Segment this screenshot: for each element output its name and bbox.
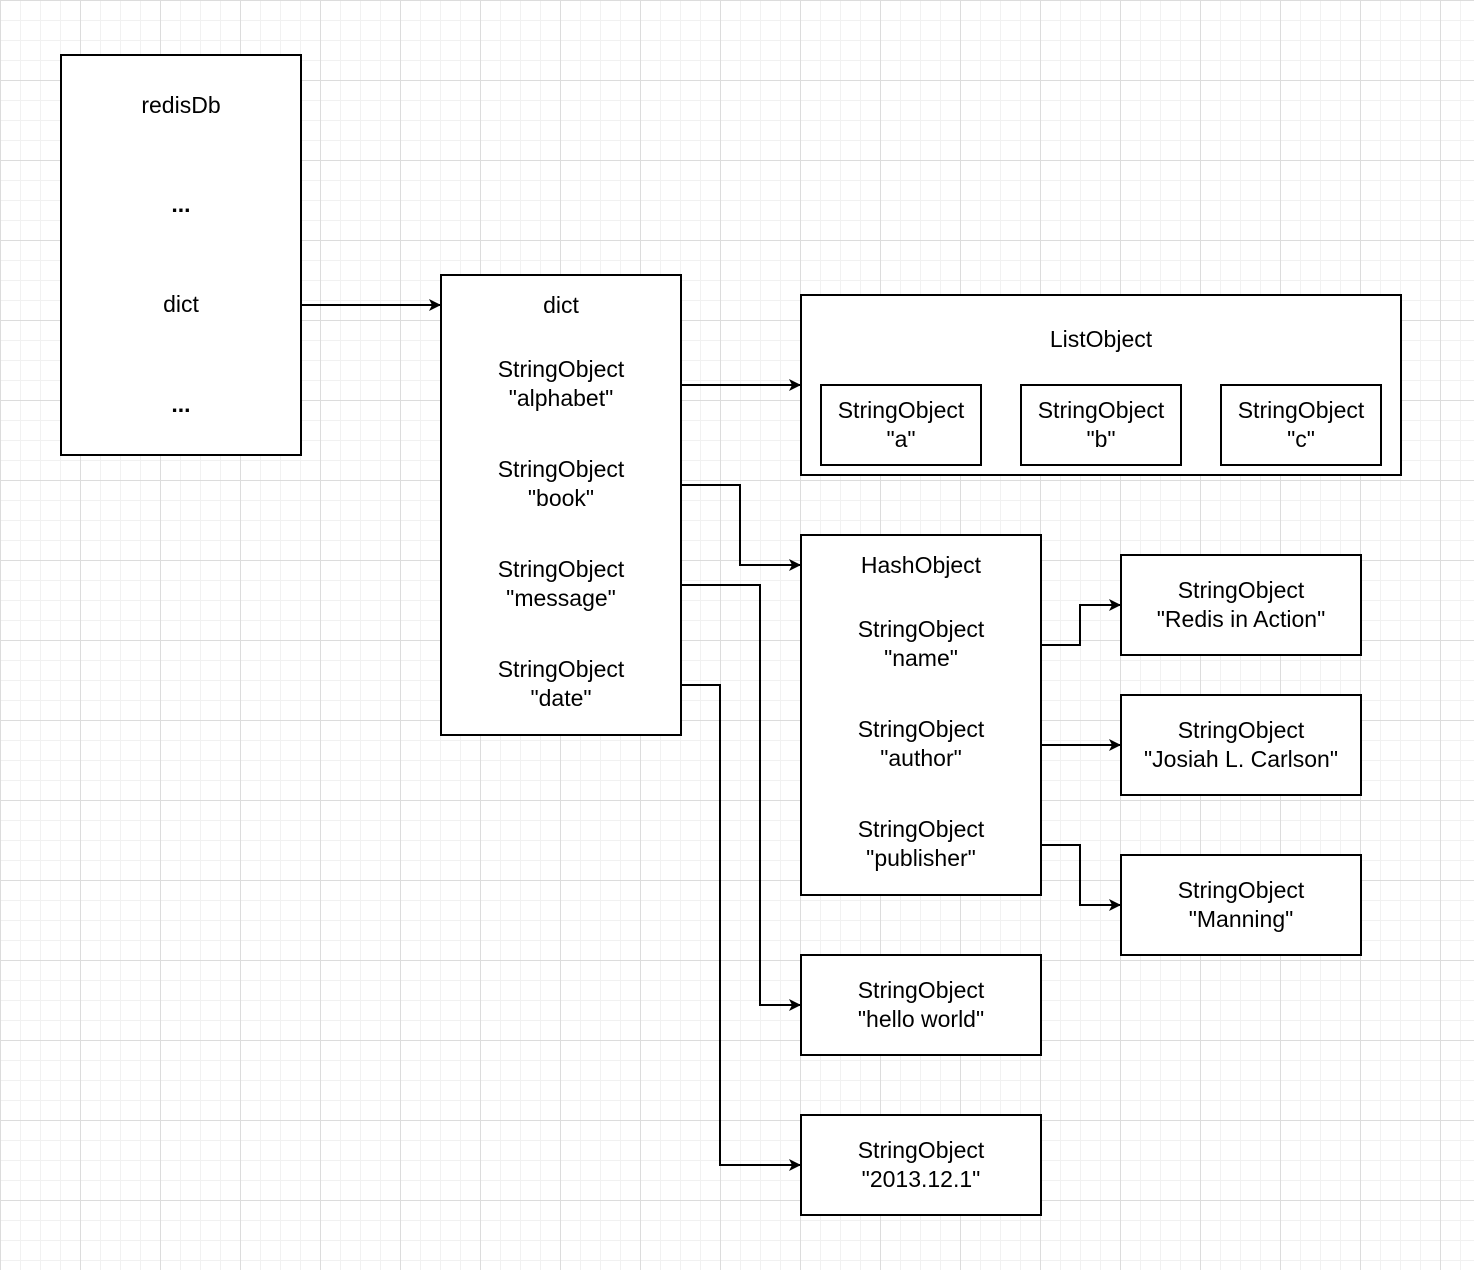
dict-key-message: StringObject "message" xyxy=(440,534,682,636)
item-value: "b" xyxy=(1086,426,1116,452)
arrow-message-value xyxy=(681,584,801,1011)
field-type: StringObject xyxy=(857,816,985,842)
value-text: "Redis in Action" xyxy=(1156,606,1326,632)
dict-header-label: dict xyxy=(543,291,579,318)
hash-value-manning: StringObject "Manning" xyxy=(1120,854,1362,956)
redisdb-ellipsis-label: ... xyxy=(171,190,191,217)
field-value: "name" xyxy=(884,645,958,671)
key-value: "book" xyxy=(527,485,595,511)
key-value: "date" xyxy=(530,685,592,711)
arrow-publisher-value xyxy=(1041,844,1121,911)
item-value: "a" xyxy=(886,426,916,452)
value-type: StringObject xyxy=(1177,877,1305,903)
item-type: StringObject xyxy=(1037,397,1165,423)
message-value: StringObject "hello world" xyxy=(800,954,1042,1056)
hash-field-author: StringObject "author" xyxy=(800,694,1042,796)
value-type: StringObject xyxy=(857,1137,985,1163)
arrow-book-hash xyxy=(681,484,801,571)
field-type: StringObject xyxy=(857,616,985,642)
item-type: StringObject xyxy=(1237,397,1365,423)
redisdb-header: redisDb xyxy=(60,54,302,156)
value-type: StringObject xyxy=(1177,717,1305,743)
dict-key-date: StringObject "date" xyxy=(440,634,682,736)
arrow-name-value xyxy=(1041,599,1121,646)
dict-header: dict xyxy=(440,274,682,336)
key-type: StringObject xyxy=(497,356,625,382)
dict-key-alphabet: StringObject "alphabet" xyxy=(440,334,682,436)
key-type: StringObject xyxy=(497,556,625,582)
field-value: "author" xyxy=(880,745,962,771)
field-value: "publisher" xyxy=(866,845,976,871)
key-type: StringObject xyxy=(497,456,625,482)
hash-object-header: HashObject xyxy=(800,534,1042,596)
hash-field-name: StringObject "name" xyxy=(800,594,1042,696)
key-value: "message" xyxy=(506,585,616,611)
redisdb-ellipsis-row: ... xyxy=(60,154,302,256)
value-text: "Josiah L. Carlson" xyxy=(1143,746,1339,772)
redisdb-dict-label: dict xyxy=(163,290,199,317)
arrow-date-value xyxy=(681,684,801,1171)
value-type: StringObject xyxy=(857,977,985,1003)
field-type: StringObject xyxy=(857,716,985,742)
value-text: "hello world" xyxy=(857,1006,985,1032)
hash-value-josiah: StringObject "Josiah L. Carlson" xyxy=(1120,694,1362,796)
value-text: "Manning" xyxy=(1188,906,1294,932)
redisdb-ellipsis-row: ... xyxy=(60,354,302,456)
list-item-c: StringObject "c" xyxy=(1220,384,1382,466)
redisdb-header-label: redisDb xyxy=(141,91,221,118)
list-item-b: StringObject "b" xyxy=(1020,384,1182,466)
list-item-a: StringObject "a" xyxy=(820,384,982,466)
key-type: StringObject xyxy=(497,656,625,682)
value-type: StringObject xyxy=(1177,577,1305,603)
key-value: "alphabet" xyxy=(508,385,614,411)
value-text: "2013.12.1" xyxy=(861,1166,981,1192)
date-value: StringObject "2013.12.1" xyxy=(800,1114,1042,1216)
item-type: StringObject xyxy=(837,397,965,423)
list-object: ListObject StringObject "a" StringObject… xyxy=(800,294,1402,476)
item-value: "c" xyxy=(1287,426,1315,452)
redisdb-dict-row: dict xyxy=(60,254,302,356)
hash-field-publisher: StringObject "publisher" xyxy=(800,794,1042,896)
dict-key-book: StringObject "book" xyxy=(440,434,682,536)
list-object-title: ListObject xyxy=(1049,326,1153,352)
hash-object-title: HashObject xyxy=(860,551,982,578)
hash-value-redis-in-action: StringObject "Redis in Action" xyxy=(1120,554,1362,656)
redisdb-ellipsis-label: ... xyxy=(171,390,191,417)
